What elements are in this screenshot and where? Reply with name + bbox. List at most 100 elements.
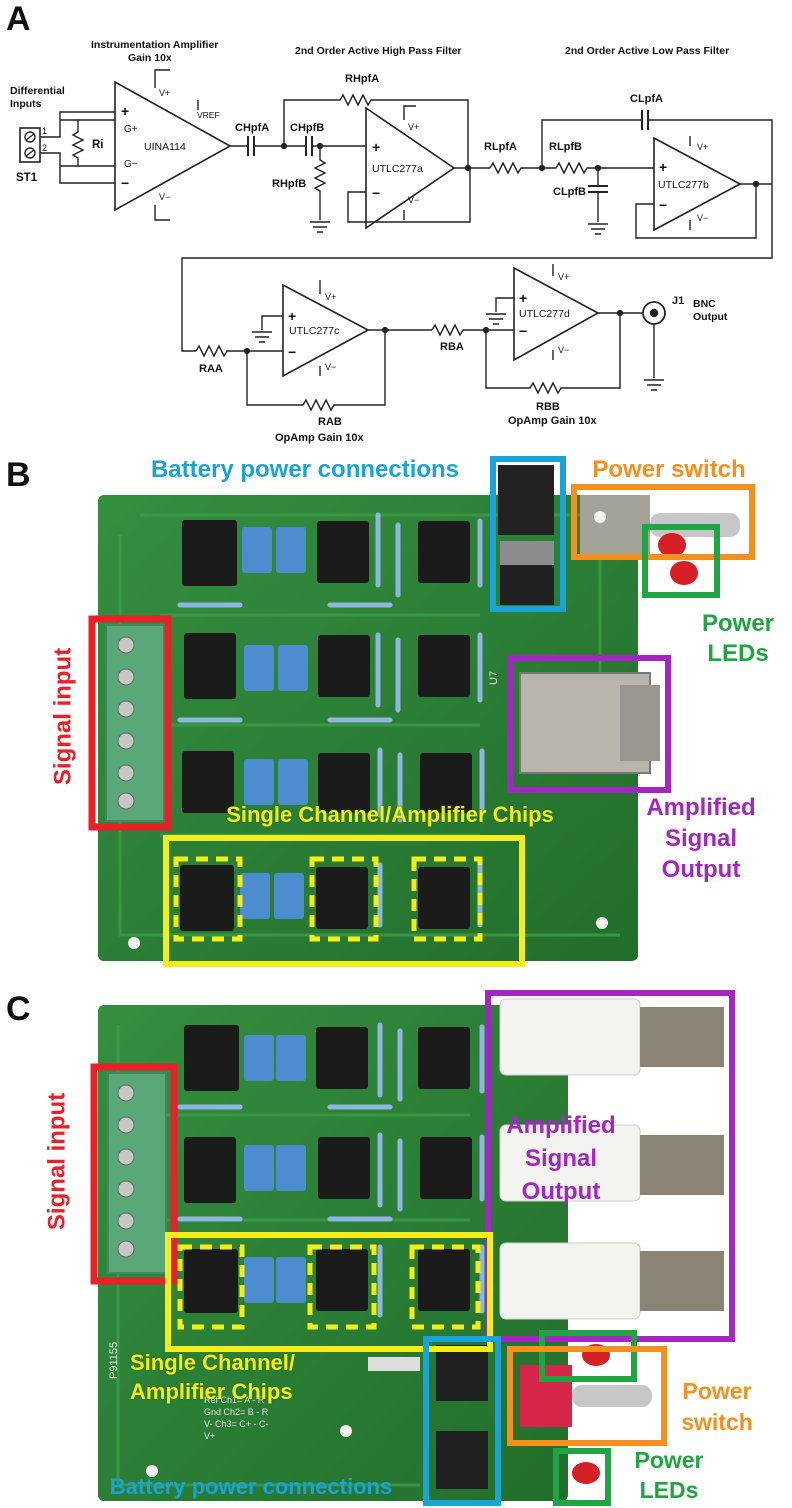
chip-outline-c-1	[177, 1244, 245, 1330]
signal-input-label-b: Signal input	[49, 647, 77, 786]
panel-letter-b: B	[6, 456, 31, 494]
power-switch-label-b: Power switch	[592, 456, 746, 483]
battery-connector-c-2	[436, 1431, 488, 1489]
chip-rows	[177, 512, 485, 931]
utlc277a-label: UTLC277a	[372, 163, 423, 175]
connector-st1-label: ST1	[16, 172, 38, 184]
output-label-b-1: Amplified	[646, 794, 756, 821]
pcb-photo-c: P91155 Ref Ch1= A - R Gnd Ch2= B - R V- …	[90, 990, 735, 1506]
utlc277d-label: UTLC277d	[519, 308, 570, 320]
inamp-plus-sign: +	[121, 103, 129, 119]
header-pins	[368, 1357, 420, 1371]
output-label-b-2: Signal	[664, 825, 737, 852]
ampb-vminus-label: V−	[697, 213, 708, 223]
ampc-minus-sign: −	[288, 344, 296, 360]
power-switch-label-c-1: Power	[682, 1378, 752, 1404]
output-label-c-1: Amplified	[506, 1112, 616, 1139]
ampb-minus-sign: −	[659, 197, 667, 213]
ampd-minus-sign: −	[519, 323, 527, 339]
clpfa-label: CLpfA	[630, 93, 663, 105]
inputs-label-2: Inputs	[10, 98, 42, 110]
chips-label-b: Single Channel/Amplifier Chips	[226, 802, 554, 827]
rab-label: RAB	[318, 416, 342, 428]
amplifier-schematic: Instrumentation Amplifier Gain 10x 2nd O…	[10, 39, 773, 444]
power-led-1	[658, 533, 686, 557]
rbb-label: RBB	[536, 401, 560, 413]
power-leds-label-c-2: LEDs	[639, 1477, 699, 1503]
silkscreen-line-2: Gnd Ch2= B - R	[204, 1407, 269, 1417]
power-led-2	[670, 561, 698, 585]
chips-box	[163, 835, 525, 967]
stage4-gain-label: OpAmp Gain 10x	[508, 415, 598, 427]
power-switch-toggle-c	[572, 1385, 652, 1407]
board-id-silkscreen: P91155	[108, 1342, 120, 1379]
power-leds-label-c-1: Power	[634, 1447, 704, 1473]
panel-letter-c: C	[6, 990, 31, 1028]
chips-box-c	[165, 1232, 493, 1352]
inputs-label-1: Differential	[10, 85, 65, 97]
rlpfa-label: RLpfA	[484, 141, 517, 153]
output-box	[507, 655, 671, 793]
chip-outline-2	[309, 856, 379, 942]
silkscreen-line-4: V+	[204, 1431, 215, 1441]
ampa-plus-sign: +	[372, 139, 380, 155]
clpfb-label: CLpfB	[553, 186, 586, 198]
hpf-heading: 2nd Order Active High Pass Filter	[295, 45, 462, 57]
signal-input-label-c-wrap: Signal input	[28, 1090, 88, 1240]
inamp-gain-heading: Gain 10x	[128, 52, 172, 64]
output-label-c-3: Output	[521, 1178, 601, 1205]
chips-label-c-2: Amplifier Chips	[130, 1379, 293, 1404]
ampd-vplus-label: V+	[558, 272, 569, 282]
chpfb-label: CHpfB	[290, 122, 324, 134]
signal-input-label-b-wrap: Signal input	[34, 645, 94, 793]
bnc-connectors	[499, 998, 724, 1320]
ampa-vplus-label: V+	[408, 122, 419, 132]
ampb-plus-sign: +	[659, 159, 667, 175]
ampb-vplus-label: V+	[697, 142, 708, 152]
utlc277b-label: UTLC277b	[658, 179, 709, 191]
battery-box	[490, 456, 566, 612]
stage3-gain-label: OpAmp Gain 10x	[275, 432, 365, 444]
battery-box-c	[423, 1336, 501, 1506]
rlpfb-label: RLpfB	[549, 141, 582, 153]
battery-label-c: Battery power connections	[109, 1474, 393, 1499]
inamp-vplus-label: V+	[159, 88, 170, 98]
ampc-plus-sign: +	[288, 308, 296, 324]
pcb-photo-b: U7	[88, 456, 755, 967]
chpfa-label: CHpfA	[235, 122, 269, 134]
ampc-vminus-label: V−	[325, 362, 336, 372]
inamp-heading: Instrumentation Amplifier	[91, 39, 218, 51]
rba-label: RBA	[440, 341, 464, 353]
ampa-vminus-label: V−	[408, 195, 419, 205]
ampd-vminus-label: V−	[558, 345, 569, 355]
power-leds-box	[642, 524, 720, 598]
rhpfa-label: RHpfA	[345, 73, 379, 85]
chip-outline-c-2	[307, 1244, 377, 1330]
rhpfb-label: RHpfB	[272, 178, 306, 190]
power-leds-label-b-1: Power	[701, 610, 775, 637]
silkscreen-line-3: V- Ch3= C+ - C-	[204, 1419, 269, 1429]
power-switch-box-c	[507, 1346, 667, 1446]
battery-connector-c-1	[436, 1345, 488, 1401]
chip-outline-3	[411, 856, 483, 942]
power-led-c-2	[572, 1462, 600, 1484]
j1-label: J1	[672, 295, 684, 307]
panel-letter-a: A	[6, 0, 31, 38]
output-box-c	[485, 990, 735, 1342]
inamp-vminus-label: V−	[159, 192, 170, 202]
utlc277c-label: UTLC277c	[289, 325, 339, 337]
power-switch-label-c-2: switch	[681, 1409, 753, 1435]
vref-label: VREF	[197, 110, 220, 120]
uina114-label: UINA114	[144, 141, 186, 153]
inamp-minus-sign: −	[121, 175, 129, 191]
power-switch-body-c	[520, 1365, 572, 1427]
terminal-block-c	[107, 1072, 167, 1274]
bnc-label: BNC	[693, 298, 716, 310]
terminal-block	[105, 624, 165, 822]
ampd-plus-sign: +	[519, 290, 527, 306]
gplus-label: G+	[124, 124, 138, 135]
battery-label-b: Battery power connections	[150, 456, 460, 483]
power-leds-label-b-2: LEDs	[707, 640, 769, 667]
u7-silkscreen: U7	[488, 671, 500, 685]
ri-label: Ri	[92, 139, 104, 151]
